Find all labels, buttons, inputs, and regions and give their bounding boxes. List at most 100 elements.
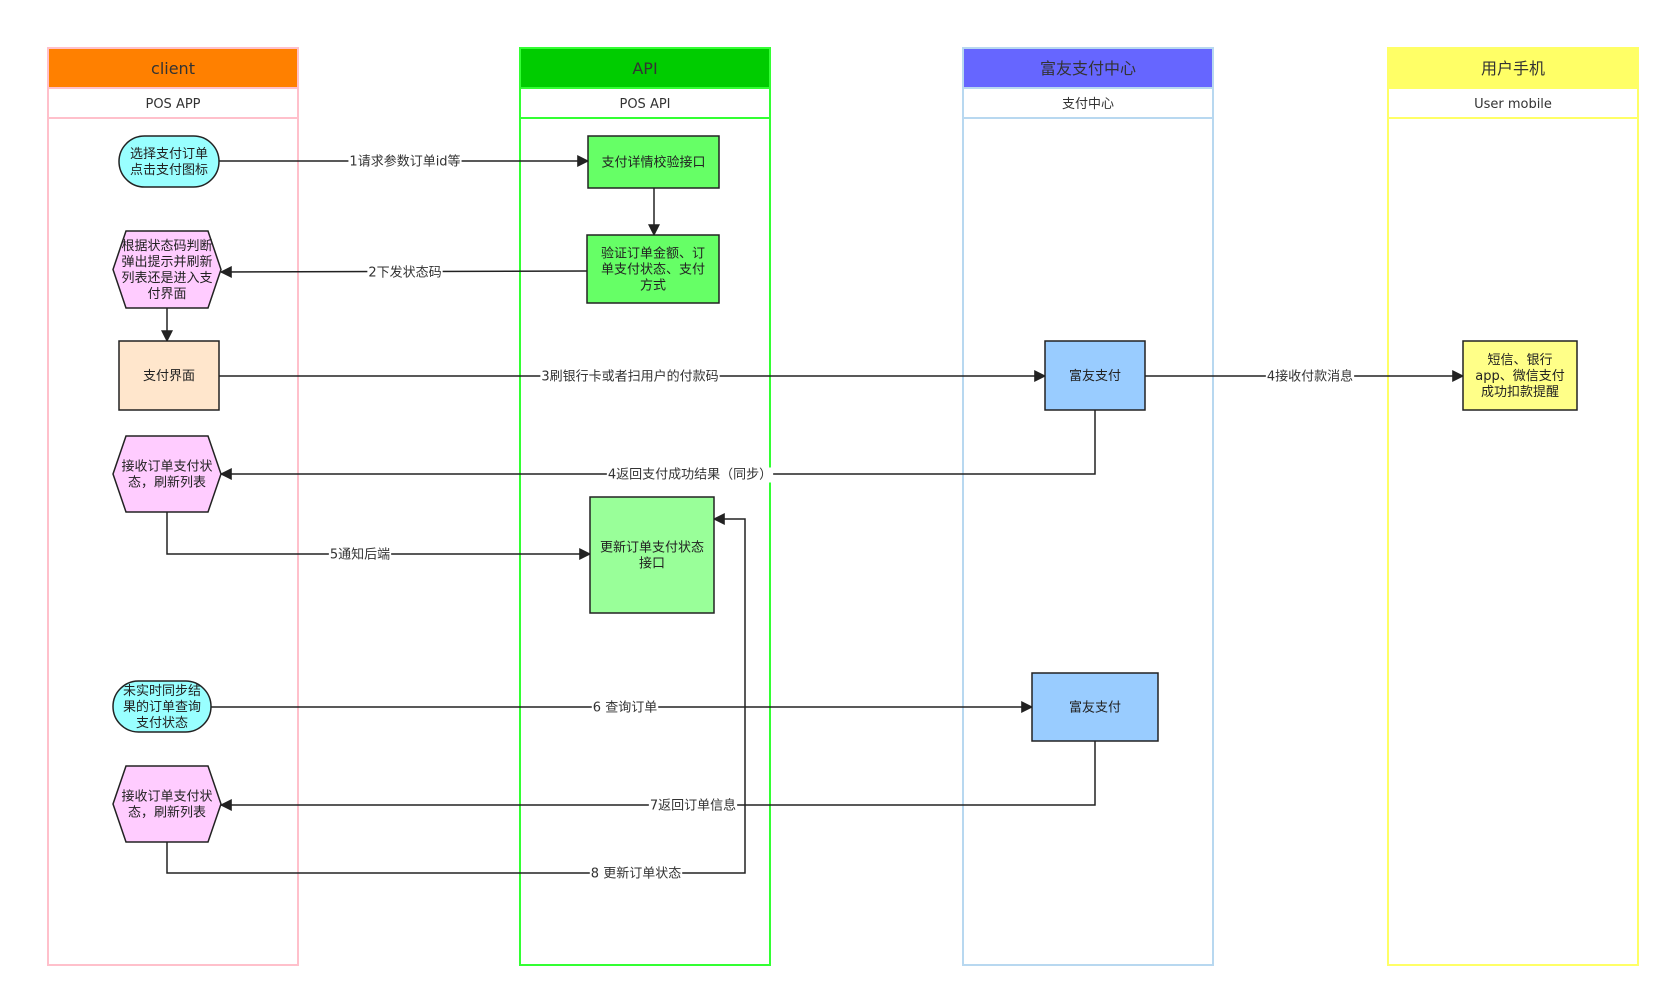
lane-title: client bbox=[151, 59, 195, 78]
edge-e10-connector bbox=[219, 741, 1096, 811]
edge-e7-connector bbox=[219, 410, 1096, 480]
node-text-line: 方式 bbox=[640, 278, 666, 294]
edge-label-e6: 4接收付款消息 bbox=[1265, 368, 1355, 385]
hexagon-shape bbox=[112, 435, 222, 513]
node-text-line: 支付详情校验接口 bbox=[601, 155, 705, 171]
lane-subheader bbox=[1387, 87, 1639, 119]
edge-label-text: 6 查询订单 bbox=[593, 701, 657, 716]
process-shape bbox=[589, 496, 715, 614]
node-n6[interactable]: 富友支付 bbox=[1044, 340, 1146, 411]
edge-label-background bbox=[328, 546, 392, 563]
lane-title: 用户手机 bbox=[1481, 59, 1545, 78]
edge-label-e3: 2下发状态码 bbox=[367, 264, 443, 281]
node-text-line: 根据状态码判断 bbox=[121, 239, 212, 254]
edge-label-e10: 7返回订单信息 bbox=[648, 797, 738, 814]
edge-label-text: 4返回支付成功结果（同步） bbox=[608, 468, 772, 483]
edge-label-text: 5通知后端 bbox=[330, 547, 390, 563]
node-text-line: 接口 bbox=[639, 556, 665, 572]
lane-subtitle: User mobile bbox=[1474, 97, 1552, 112]
process-shape bbox=[1031, 672, 1159, 742]
hexagon-shape bbox=[112, 765, 222, 843]
swimlane-api: API POS API bbox=[519, 47, 771, 966]
process-shape bbox=[586, 234, 720, 304]
edge-label-e1: 1请求参数订单id等 bbox=[348, 153, 462, 170]
node-text-line: 验证订单金额、订 bbox=[601, 246, 705, 262]
edge-e8-connector bbox=[166, 512, 592, 560]
edge-label-text: 4接收付款消息 bbox=[1267, 369, 1353, 385]
edge-label-e9: 6 查询订单 bbox=[591, 700, 659, 716]
process-shape bbox=[1044, 340, 1146, 411]
edge-label-background bbox=[591, 700, 659, 716]
lane-subheader bbox=[962, 87, 1214, 119]
node-text-line: 选择支付订单 bbox=[130, 147, 208, 162]
node-text-line: 态，刷新列表 bbox=[128, 805, 206, 821]
node-text-line: app、微信支付 bbox=[1475, 369, 1564, 384]
edge-label-text: 3刷银行卡或者扫用户的付款码 bbox=[541, 369, 718, 385]
node-text-line: 未实时同步结 bbox=[123, 684, 201, 699]
node-text-line: 富友支付 bbox=[1069, 368, 1121, 384]
lane-subheader bbox=[519, 87, 771, 119]
node-text-line: 点击支付图标 bbox=[130, 163, 208, 178]
edge-label-background bbox=[1265, 368, 1355, 385]
node-text-line: 果的订单查询 bbox=[123, 699, 201, 715]
lane-subtitle: POS APP bbox=[145, 97, 200, 112]
edge-label-text: 7返回订单信息 bbox=[650, 798, 736, 814]
node-text-line: 富友支付 bbox=[1069, 700, 1121, 716]
node-text-line: 支付界面 bbox=[143, 369, 195, 384]
edge-label-background bbox=[648, 797, 738, 814]
lane-subtitle: 支付中心 bbox=[1062, 97, 1114, 112]
edge-label-text: 1请求参数订单id等 bbox=[349, 154, 460, 170]
node-text-line: 弹出提示并刷新 bbox=[121, 254, 212, 270]
lane-title: API bbox=[632, 59, 657, 78]
process-shape bbox=[118, 340, 220, 411]
process-shape bbox=[587, 135, 720, 189]
node-text-line: 更新订单支付状态 bbox=[600, 540, 704, 556]
edge-label-e5: 3刷银行卡或者扫用户的付款码 bbox=[540, 368, 720, 385]
node-n5[interactable]: 支付界面 bbox=[118, 340, 220, 411]
lane-border bbox=[962, 47, 1214, 966]
edge-label-text: 8 更新订单状态 bbox=[591, 866, 681, 882]
swimlane-mobile: 用户手机 User mobile bbox=[1387, 47, 1639, 966]
edge-label-e7: 4返回支付成功结果（同步） bbox=[606, 467, 774, 483]
lane-header bbox=[962, 47, 1214, 89]
process-shape bbox=[1462, 340, 1578, 411]
node-n2[interactable]: 支付详情校验接口 bbox=[587, 135, 720, 189]
node-text-line: 支付状态 bbox=[136, 716, 188, 731]
node-text-line: 接收订单支付状 bbox=[121, 789, 212, 805]
node-text-line: 短信、银行 bbox=[1487, 353, 1552, 368]
edge-e11-connector bbox=[166, 513, 746, 874]
edge-label-background bbox=[348, 153, 462, 170]
lane-header bbox=[1387, 47, 1639, 89]
node-text-line: 付界面 bbox=[147, 287, 186, 302]
edge-label-background bbox=[589, 865, 683, 882]
hexagon-shape bbox=[112, 230, 222, 309]
edge-label-background bbox=[367, 264, 443, 281]
node-text-line: 单支付状态、支付 bbox=[601, 263, 705, 278]
lane-header bbox=[519, 47, 771, 89]
lane-border bbox=[1387, 47, 1639, 966]
lane-subheader bbox=[47, 87, 299, 119]
lane-title: 富友支付中心 bbox=[1040, 59, 1136, 78]
edge-label-background bbox=[606, 467, 774, 483]
node-text-line: 态，刷新列表 bbox=[128, 475, 206, 491]
terminal-shape bbox=[118, 135, 220, 188]
node-text-line: 接收订单支付状 bbox=[121, 459, 212, 475]
node-n11[interactable]: 富友支付 bbox=[1031, 672, 1159, 742]
node-text-line: 列表还是进入支 bbox=[121, 271, 212, 286]
edge-label-background bbox=[540, 368, 720, 385]
node-text-line: 成功扣款提醒 bbox=[1481, 384, 1559, 400]
terminal-shape bbox=[112, 680, 212, 733]
edge-label-e8: 5通知后端 bbox=[328, 546, 392, 563]
lane-subtitle: POS API bbox=[619, 97, 670, 112]
